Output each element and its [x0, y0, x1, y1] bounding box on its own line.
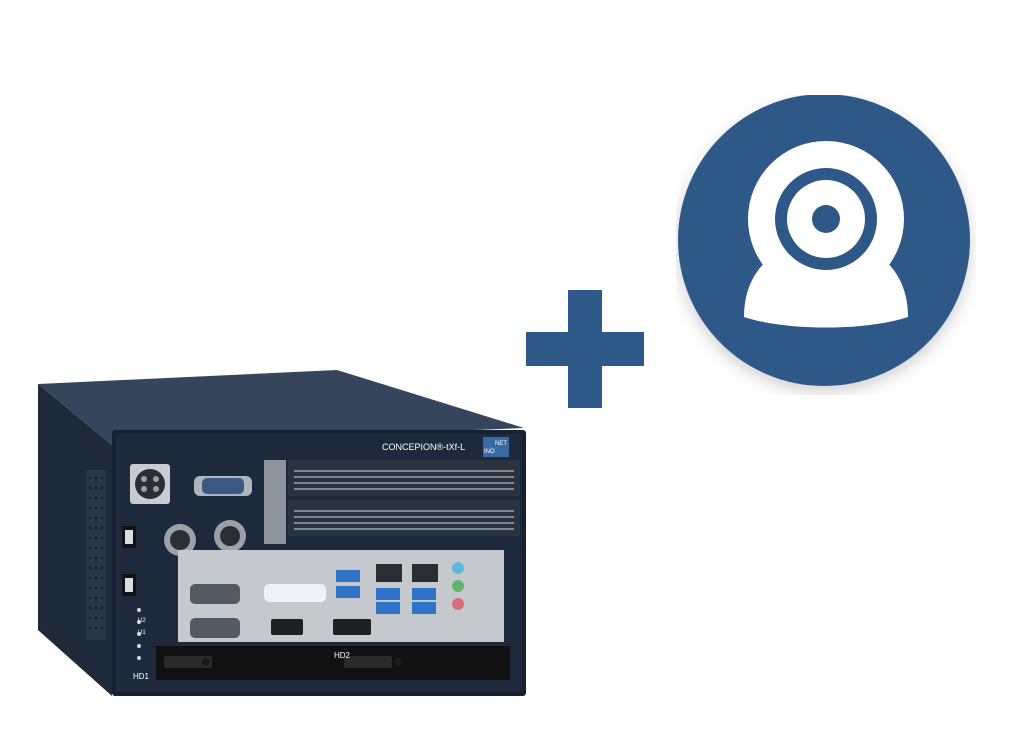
drive-label-hd1: HD1 [133, 672, 150, 681]
industrial-pc-image: CONCEPION®-tXf-L INO NET [32, 360, 527, 700]
drive-bays: HD1 HD2 [133, 646, 510, 681]
power-connector [130, 464, 170, 504]
industrial-pc-illustration: CONCEPION®-tXf-L INO NET [38, 370, 526, 696]
chassis-top [38, 370, 524, 445]
status-label-u2: U2 [138, 618, 146, 624]
webcam-icon-shape [678, 94, 970, 386]
logo-text-left: INO [484, 449, 495, 455]
side-vents [86, 470, 106, 640]
status-label-u1: U1 [138, 630, 146, 636]
m12-connectors [164, 520, 246, 556]
webcam-icon [676, 94, 976, 395]
plus-icon [526, 290, 644, 408]
front-usb-ports [122, 526, 136, 596]
pci-slots [264, 460, 520, 544]
status-indicators: U2 U1 [137, 608, 146, 660]
serial-port-top [194, 476, 252, 496]
logo-text-right: NET [495, 441, 507, 447]
plus-icon-shape [526, 290, 644, 408]
io-backplate [178, 550, 504, 642]
drive-label-hd2: HD2 [334, 651, 351, 660]
logo-box [483, 437, 509, 457]
brand-label: CONCEPION®-tXf-L [382, 442, 465, 452]
